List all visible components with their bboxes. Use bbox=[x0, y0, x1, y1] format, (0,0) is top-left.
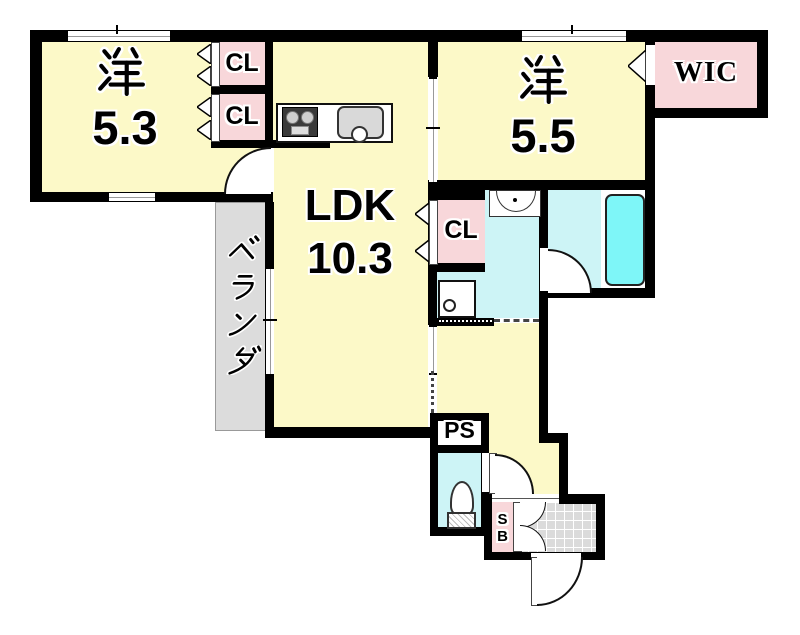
wall-bedroom2-bath-right bbox=[645, 30, 655, 298]
wall-wic-right bbox=[757, 30, 768, 118]
closet-1-label: CL bbox=[225, 49, 259, 77]
closet-2-door-arrow-a bbox=[197, 97, 211, 117]
door-arc-entrance bbox=[537, 557, 583, 606]
washroom-vanity bbox=[489, 190, 541, 217]
opening-wic-door bbox=[646, 45, 655, 85]
bedroom-2-size: 5.5 bbox=[510, 109, 576, 162]
ldk-size: 10.3 bbox=[307, 234, 393, 283]
window-bedroom2-top bbox=[520, 31, 628, 41]
closet-1-door-arrow-b bbox=[197, 66, 211, 86]
washing-machine-drain bbox=[443, 299, 456, 312]
kitchen-faucet bbox=[351, 126, 368, 143]
wall-closet3-top bbox=[437, 190, 485, 200]
wic-door-arrow bbox=[628, 50, 646, 82]
entrance-step-line bbox=[492, 498, 559, 499]
stove-grill bbox=[291, 126, 309, 135]
bathtub bbox=[605, 194, 645, 286]
window-tick-2 bbox=[571, 25, 573, 34]
wall-hall-step-v bbox=[559, 443, 568, 502]
katakana-n-glyph bbox=[226, 308, 262, 338]
open-boundary-ldk-hallway bbox=[431, 371, 434, 413]
closet-1-door-arrow-a bbox=[197, 44, 211, 64]
door-leaf-closet-2 bbox=[211, 94, 220, 142]
wall-wic-bottom bbox=[645, 108, 768, 118]
wall-ps-toilet-divider bbox=[430, 445, 489, 453]
opening-entrance-door bbox=[531, 553, 581, 560]
window-ldk-veranda-tick bbox=[263, 319, 277, 321]
katakana-da-glyph bbox=[226, 345, 263, 375]
closet-1-floor bbox=[219, 42, 265, 85]
stove-burner-right bbox=[301, 111, 314, 124]
sliding-door-ldk-bedroom2 bbox=[429, 77, 437, 184]
kanji-you-glyph-2 bbox=[518, 54, 568, 104]
katakana-be-glyph bbox=[226, 234, 262, 264]
shoe-box bbox=[492, 502, 513, 552]
door-ldk-hallway bbox=[429, 325, 437, 375]
wall-ldk-bottom bbox=[265, 427, 438, 438]
closet-3-door-arrow-a bbox=[415, 203, 429, 225]
ldk-name: LDK bbox=[304, 181, 396, 230]
kanji-you-glyph-1 bbox=[96, 46, 146, 96]
wall-wash-bath-divider bbox=[539, 190, 548, 443]
ps-interior bbox=[438, 421, 481, 445]
washing-machine-pan bbox=[438, 280, 476, 318]
toilet-tank bbox=[447, 512, 476, 529]
washroom-faucet-dot bbox=[513, 198, 517, 202]
closet-3-door-arrow-b bbox=[415, 240, 429, 262]
wall-washroom-south bbox=[437, 318, 494, 326]
opening-toilet-door bbox=[482, 453, 489, 492]
stove-burner-left bbox=[286, 111, 299, 124]
kitchen-stove bbox=[282, 107, 318, 137]
wall-entrance-top bbox=[559, 494, 605, 504]
wall-closet3-bottom bbox=[428, 263, 485, 272]
wall-entrance-right bbox=[596, 494, 605, 560]
wall-under-closets bbox=[211, 140, 330, 148]
katakana-ra-glyph bbox=[226, 271, 262, 301]
wall-ps-left bbox=[430, 413, 438, 536]
open-boundary-washroom-hall bbox=[494, 319, 539, 322]
wic-floor bbox=[655, 40, 757, 108]
washroom-south-dotted bbox=[439, 320, 492, 322]
window-ldk-veranda bbox=[266, 267, 274, 376]
wall-closet-divider bbox=[211, 85, 273, 94]
closet-2-floor bbox=[219, 94, 265, 140]
wall-toilet-bottom bbox=[430, 527, 489, 536]
wall-closet-column-right bbox=[265, 42, 273, 148]
window-bedroom1-top bbox=[66, 31, 172, 41]
wall-bath-bottom bbox=[539, 288, 655, 298]
sliding-door-tick bbox=[426, 127, 440, 129]
bedroom-1-size: 5.3 bbox=[92, 101, 158, 154]
wall-mid-top bbox=[428, 42, 438, 77]
ps-label: PS bbox=[444, 417, 475, 443]
wall-hall-step-h bbox=[539, 433, 568, 443]
window-tick-1 bbox=[116, 25, 118, 34]
window-bedroom1-bottom bbox=[107, 193, 157, 201]
wall-washblock-top bbox=[428, 180, 655, 190]
sb-label: SB bbox=[494, 511, 511, 545]
wall-ps-top bbox=[430, 413, 489, 421]
door-leaf-closet-1 bbox=[211, 42, 220, 87]
closet-2-door-arrow-b bbox=[197, 120, 211, 140]
wall-left bbox=[30, 30, 42, 202]
closet-3-label: CL bbox=[444, 216, 478, 244]
toilet-bowl bbox=[450, 481, 474, 517]
veranda-label: ベランダ bbox=[226, 234, 263, 375]
opening-bath-door bbox=[540, 248, 548, 291]
closet-2-label: CL bbox=[225, 102, 259, 130]
hallway-floor-upper bbox=[437, 323, 539, 413]
bedroom-1-label: 洋 bbox=[96, 46, 146, 96]
hallway-floor-mid bbox=[489, 413, 539, 443]
wic-label: WIC bbox=[673, 56, 739, 88]
door-leaf-closet-3 bbox=[429, 200, 438, 265]
closet-3-floor bbox=[437, 200, 485, 263]
bedroom-2-label: 洋 bbox=[518, 54, 568, 104]
